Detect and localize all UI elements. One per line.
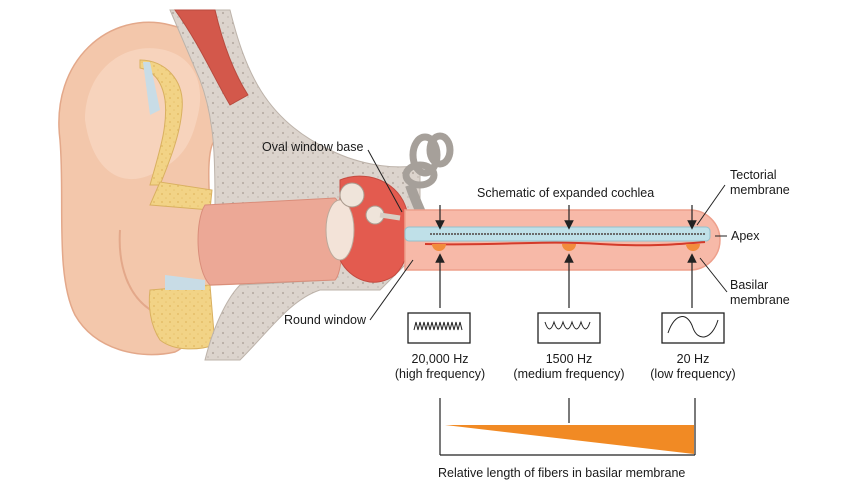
leader-lines: [367, 149, 728, 321]
oval-window-label: Oval window base: [262, 140, 364, 154]
semicircular-canals: [402, 132, 454, 189]
wave-box-medium: [537, 312, 601, 344]
middle-ear: [325, 175, 411, 283]
fiber-length-bracket: [439, 398, 696, 456]
basilar-label-line2: membrane: [730, 293, 790, 307]
freq-medium-value: 1500 Hz: [545, 352, 593, 366]
freq-low-value: 20 Hz: [676, 352, 710, 366]
freq-medium-desc: (medium frequency): [513, 367, 625, 381]
basilar-label-line1: Basilar: [730, 278, 769, 292]
schematic-title: Schematic of expanded cochlea: [477, 186, 655, 200]
tectorial-label-line2: membrane: [730, 183, 790, 197]
ear-canal: [197, 197, 343, 286]
round-window-label: Round window: [284, 313, 366, 327]
freq-low-desc: (low frequency): [650, 367, 736, 381]
apex-label: Apex: [731, 229, 760, 243]
cochlea-schematic: [404, 209, 721, 271]
freq-high-desc: (high frequency): [394, 367, 486, 381]
fiber-caption: Relative length of fibers in basilar mem…: [438, 466, 686, 480]
arrows: [435, 205, 697, 308]
hair-cell-medium: [562, 244, 576, 251]
tectorial-label-line1: Tectorial: [730, 168, 777, 182]
freq-high-value: 20,000 Hz: [411, 352, 469, 366]
hair-cell-high: [432, 244, 446, 251]
fiber-length-wedge: [445, 425, 694, 454]
hair-cell-low: [686, 244, 700, 251]
wave-box-low: [661, 312, 725, 344]
wave-box-high: [407, 312, 471, 344]
